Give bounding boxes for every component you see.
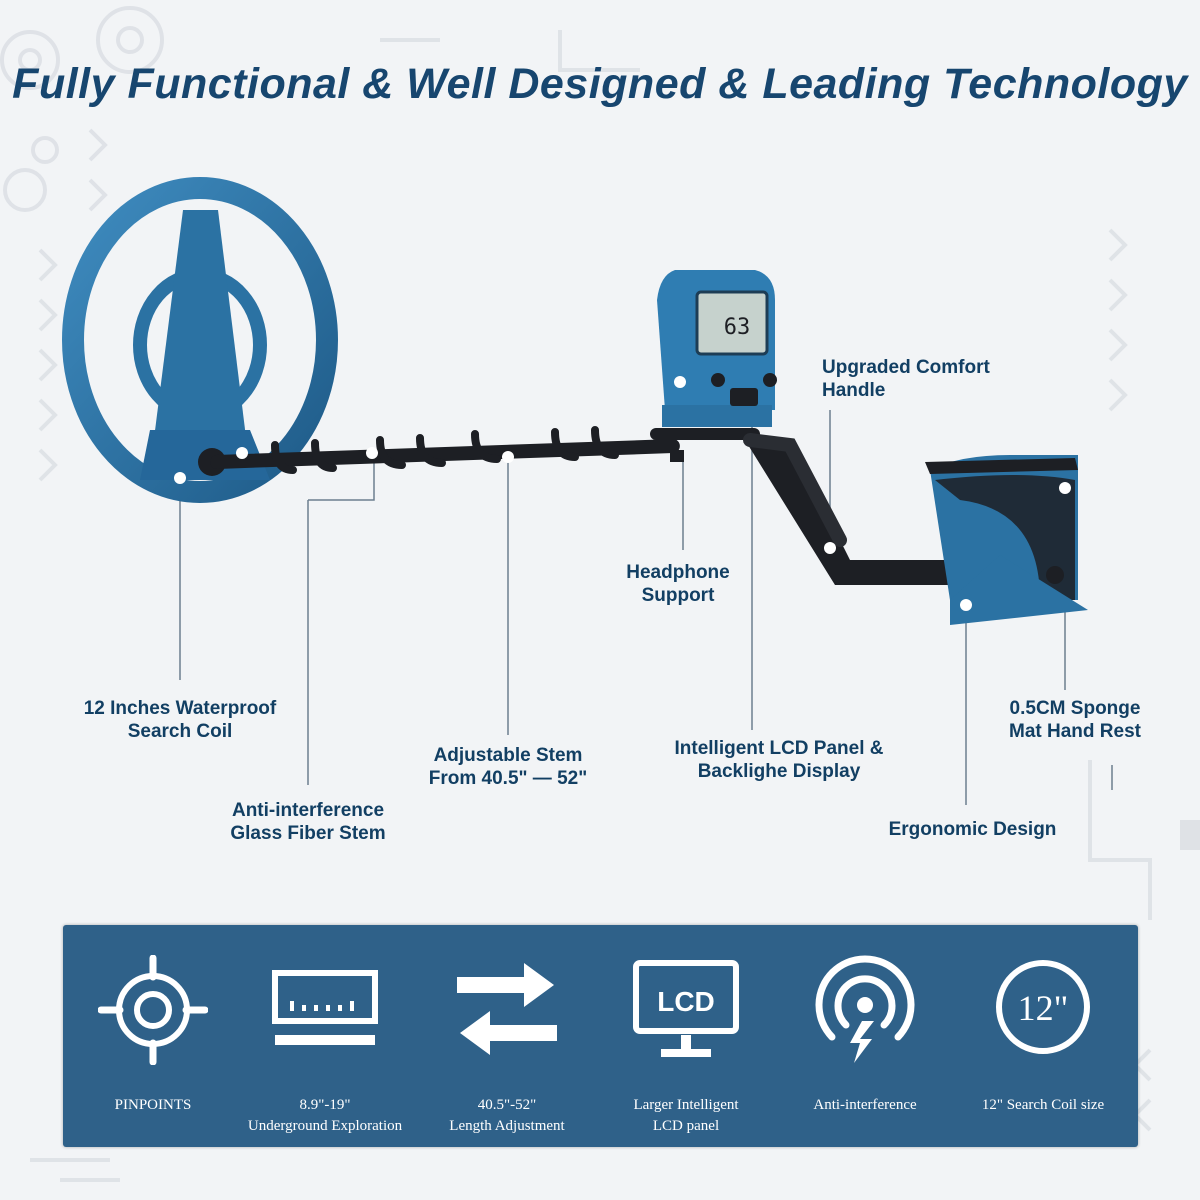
feature-coil-size: 12" 12" Search Coil size: [953, 955, 1133, 1145]
lcd-monitor-icon: LCD: [633, 960, 739, 1057]
depth-ruler-icon: [272, 970, 378, 1045]
feature-pinpoints: PINPOINTS: [63, 955, 243, 1145]
lcd-reading: 63: [724, 315, 751, 340]
callout-ergonomic-design: Ergonomic Design: [888, 819, 1057, 840]
feature-underground-exploration: 8.9"-19"Underground Exploration: [235, 955, 415, 1145]
control-box: 63: [657, 270, 777, 427]
feature-panel: PINPOINTS 8.9"-19"Underground Exploratio…: [63, 925, 1138, 1147]
stem: [210, 426, 760, 474]
feature-length-adjustment: 40.5"-52"Length Adjustment: [417, 955, 597, 1145]
feature-anti-interference: Anti-interference: [775, 955, 955, 1145]
svg-text:LCD: LCD: [657, 986, 715, 1017]
svg-text:12": 12": [1018, 988, 1069, 1028]
signal-lightning-icon: [815, 955, 915, 1063]
swap-arrows-icon: [457, 963, 557, 1055]
handle: [743, 433, 950, 585]
search-coil: [62, 177, 338, 503]
metal-detector-illustration: 63: [62, 177, 1113, 805]
crosshair-target-icon: [98, 955, 208, 1065]
callout-lcd-panel: Intelligent LCD Panel &Backlighe Display: [674, 738, 884, 782]
headline: Fully Functional & Well Designed & Leadi…: [12, 60, 1188, 108]
armrest: [925, 455, 1088, 625]
coil-size-icon: 12": [996, 960, 1090, 1054]
